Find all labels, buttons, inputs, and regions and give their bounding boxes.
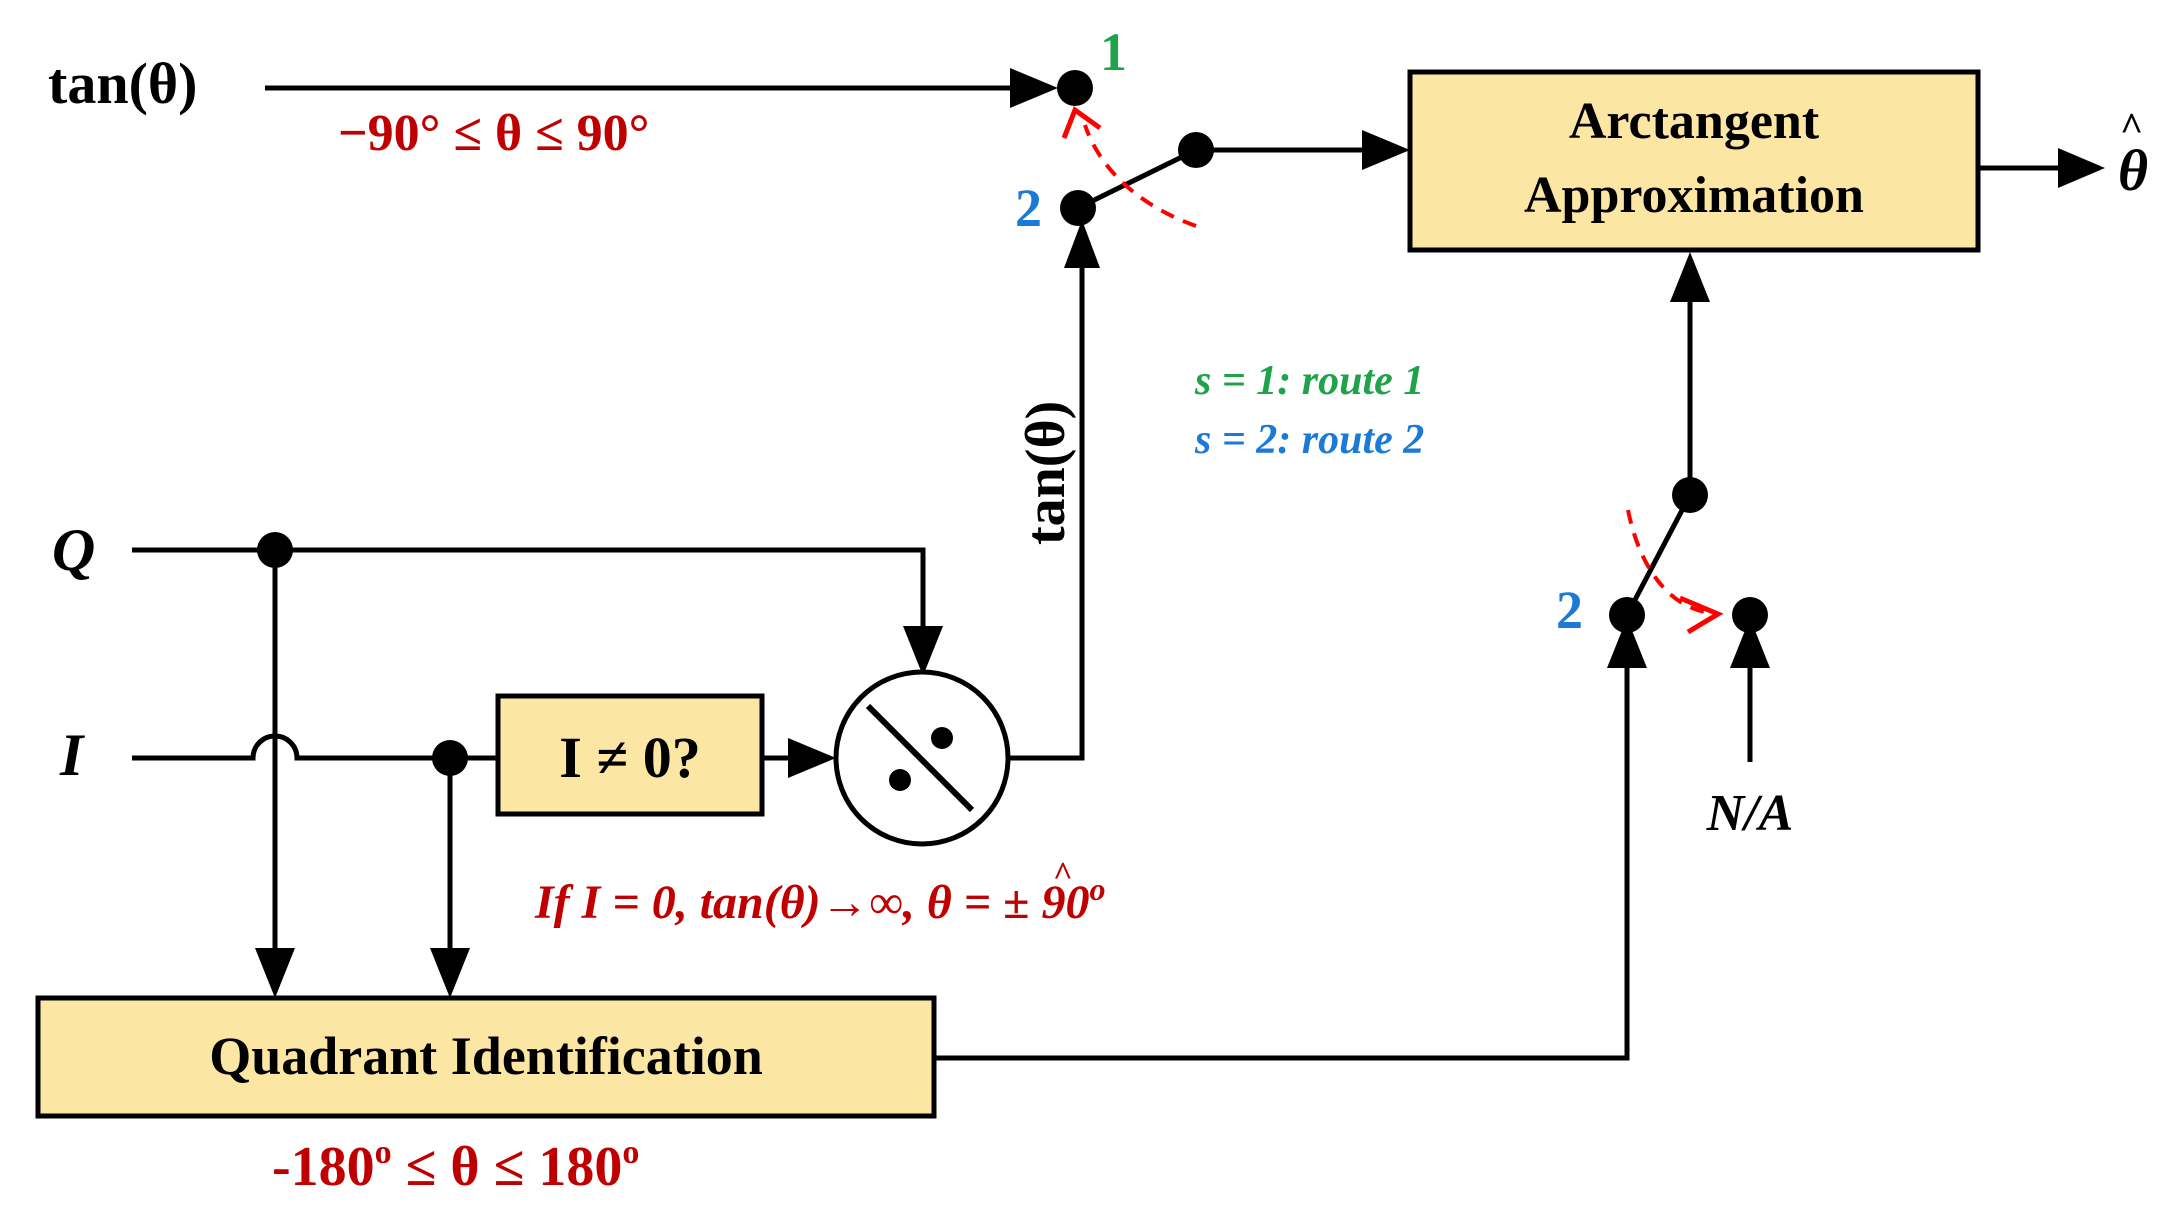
quadrant-block (35, 995, 937, 1119)
condition-label: If I = 0, tan(θ)→∞, θ = ± 90o (534, 871, 1105, 929)
i-input-label: I (59, 722, 86, 788)
tan-range-label: −90° ≤ θ ≤ 90° (338, 105, 649, 162)
switch1-contact-1 (1057, 70, 1093, 106)
switch1-toggle-arrow (1083, 124, 1197, 228)
switch2-toggle-arrow (1626, 509, 1706, 614)
switch1-pivot (1178, 132, 1214, 168)
check-label: I ≠ 0? (559, 725, 700, 790)
arctangent-label-line1: Arctangent (1569, 93, 1820, 150)
arrowhead (903, 626, 943, 676)
route1-label: s = 1: route 1 (1194, 358, 1424, 404)
check-block (495, 693, 765, 817)
arrowhead (1730, 618, 1770, 668)
arrowhead (2058, 148, 2105, 188)
divider-output-wire (1008, 262, 1085, 761)
i-junction (432, 740, 468, 776)
quadrant-label: Quadrant Identification (209, 1026, 763, 1086)
na-label: N/A (1706, 785, 1794, 842)
switch2-toggle-arrowhead (1679, 595, 1724, 635)
arrowhead (1064, 220, 1100, 268)
i-wire (132, 733, 498, 761)
switch1-contact-2 (1060, 190, 1096, 226)
arrowhead (430, 948, 470, 998)
switch2-pos2-label: 2 (1556, 580, 1583, 640)
arrowhead (788, 738, 836, 778)
arrowhead (1607, 618, 1647, 668)
tan-input-label: tan(θ) (48, 51, 197, 116)
divider-dot-top (931, 727, 953, 749)
switch1-pos1-label: 1 (1100, 22, 1127, 82)
quadrant-output-wire (934, 662, 1630, 1061)
arctangent-block (1407, 69, 1981, 253)
switch1-toggle-arrowhead (1061, 106, 1102, 139)
divider-dot-bottom (889, 769, 911, 791)
arrowhead (255, 948, 295, 998)
switch1-lever (1076, 147, 1198, 211)
switch1-pos2-label: 2 (1015, 178, 1042, 238)
output-theta-label: θ (2118, 138, 2148, 203)
arrowhead (1362, 130, 1410, 170)
condition-hat: ^ (1053, 856, 1073, 893)
q-junction (257, 532, 293, 568)
output-hat: ^ (2120, 104, 2143, 149)
quadrant-range-label: -180o ≤ θ ≤ 180o (272, 1134, 639, 1198)
switch2-lever (1624, 493, 1693, 617)
route2-label: s = 2: route 2 (1194, 417, 1424, 463)
q-input-label: Q (52, 517, 95, 583)
arctangent-label-line2: Approximation (1524, 167, 1864, 224)
q-wire (132, 547, 926, 628)
switch2-pivot (1672, 477, 1708, 513)
divider-output-label: tan(θ) (1015, 401, 1077, 545)
divider-slash (865, 703, 975, 813)
switch2-contact-1 (1732, 597, 1768, 633)
arrowhead (1670, 252, 1710, 302)
arrowhead (1010, 68, 1058, 108)
switch2-contact-2 (1609, 597, 1645, 633)
